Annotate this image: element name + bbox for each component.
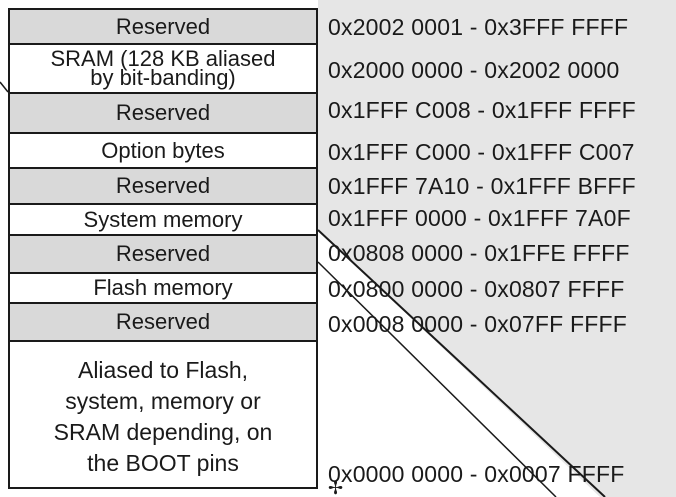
region-reserved-5: Reserved [10,304,316,342]
address-range: 0x0800 0000 - 0x0807 FFFF [328,276,625,302]
region-label: Reserved [115,173,211,198]
address-range: 0x0008 0000 - 0x07FF FFFF [328,311,628,337]
connector-line-left [0,81,9,93]
cursor-crosshair-icon: ✢ [328,478,343,497]
address-range: 0x1FFF C008 - 0x1FFF FFFF [328,97,636,123]
address-range: 0x2002 0001 - 0x3FFF FFFF [328,14,629,40]
region-label: Reserved [115,309,211,334]
region-reserved-top: Reserved [10,10,316,45]
region-label: SRAM (128 KB aliased by bit-banding) [50,46,276,90]
background-gray-panel [318,0,676,497]
address-range: 0x2000 0000 - 0x2002 0000 [328,57,620,83]
region-reserved-4: Reserved [10,236,316,274]
region-system-memory: System memory [10,205,316,236]
region-label: Aliased to Flash, system, memory or SRAM… [53,356,273,476]
address-range: 0x1FFF 0000 - 0x1FFF 7A0F [328,205,631,231]
region-flash-memory: Flash memory [10,274,316,304]
region-boot-alias: Aliased to Flash, system, memory or SRAM… [10,342,316,487]
address-range: 0x0000 0000 - 0x0007 FFFF [328,461,625,487]
address-range: 0x0808 0000 - 0x1FFE FFFF [328,240,630,266]
address-range: 0x1FFF 7A10 - 0x1FFF BFFF [328,173,636,199]
memory-map-table: Reserved SRAM (128 KB aliased by bit-ban… [8,8,318,489]
region-label: Flash memory [93,275,233,300]
region-reserved-3: Reserved [10,169,316,205]
region-reserved-2: Reserved [10,94,316,134]
region-label: Reserved [115,13,211,39]
region-label: Reserved [115,241,211,266]
region-label: System memory [83,206,243,232]
region-label: Option bytes [101,137,225,163]
connector-line-bottom [317,261,557,497]
region-sram: SRAM (128 KB aliased by bit-banding) [10,45,316,94]
address-range: 0x1FFF C000 - 0x1FFF C007 [328,139,635,165]
region-option-bytes: Option bytes [10,134,316,169]
region-label: Reserved [115,100,211,125]
connector-line-top [317,229,606,497]
